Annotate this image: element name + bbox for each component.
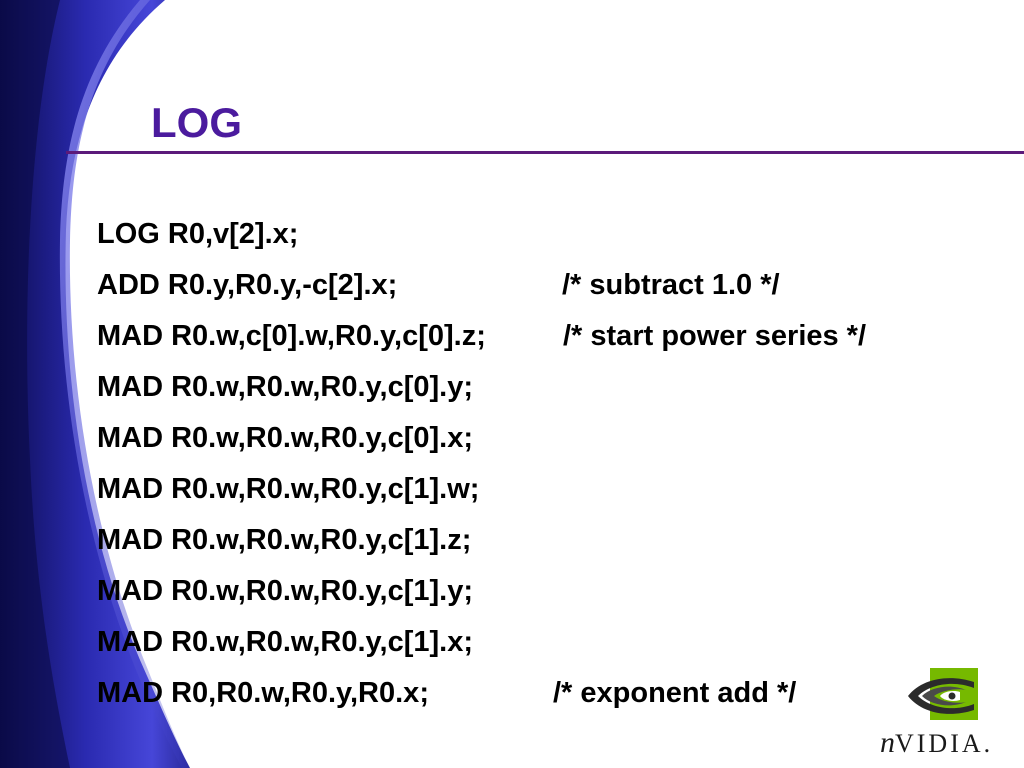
nvidia-wordmark-n: n — [880, 726, 895, 759]
code-instruction: MAD R0,R0.w,R0.y,R0.x; — [97, 677, 429, 709]
slide-title: LOG — [151, 99, 242, 146]
code-instruction: MAD R0.w,R0.w,R0.y,c[1].w; — [97, 473, 480, 505]
left-decorative-band — [0, 0, 191, 768]
code-instruction: ADD R0.y,R0.y,-c[2].x; — [97, 269, 398, 301]
code-instruction: MAD R0.w,R0.w,R0.y,c[1].x; — [97, 626, 474, 658]
nvidia-eye-icon — [908, 668, 978, 720]
code-instruction: MAD R0.w,R0.w,R0.y,c[0].y; — [97, 371, 474, 403]
code-instruction: LOG R0,v[2].x; — [97, 218, 299, 250]
code-instruction: MAD R0.w,R0.w,R0.y,c[1].y; — [97, 575, 474, 607]
title-divider — [66, 151, 1024, 154]
code-comment: /* exponent add */ — [553, 677, 797, 709]
nvidia-wordmark-rest: VIDIA. — [895, 729, 994, 758]
code-instruction: MAD R0.w,c[0].w,R0.y,c[0].z; — [97, 320, 486, 352]
nvidia-wordmark: nVIDIA. — [880, 726, 993, 760]
code-comment: /* subtract 1.0 */ — [562, 269, 780, 301]
nvidia-logo: nVIDIA. — [880, 668, 1010, 760]
code-instruction: MAD R0.w,R0.w,R0.y,c[1].z; — [97, 524, 472, 556]
code-comment: /* start power series */ — [563, 320, 867, 352]
code-instruction: MAD R0.w,R0.w,R0.y,c[0].x; — [97, 422, 474, 454]
